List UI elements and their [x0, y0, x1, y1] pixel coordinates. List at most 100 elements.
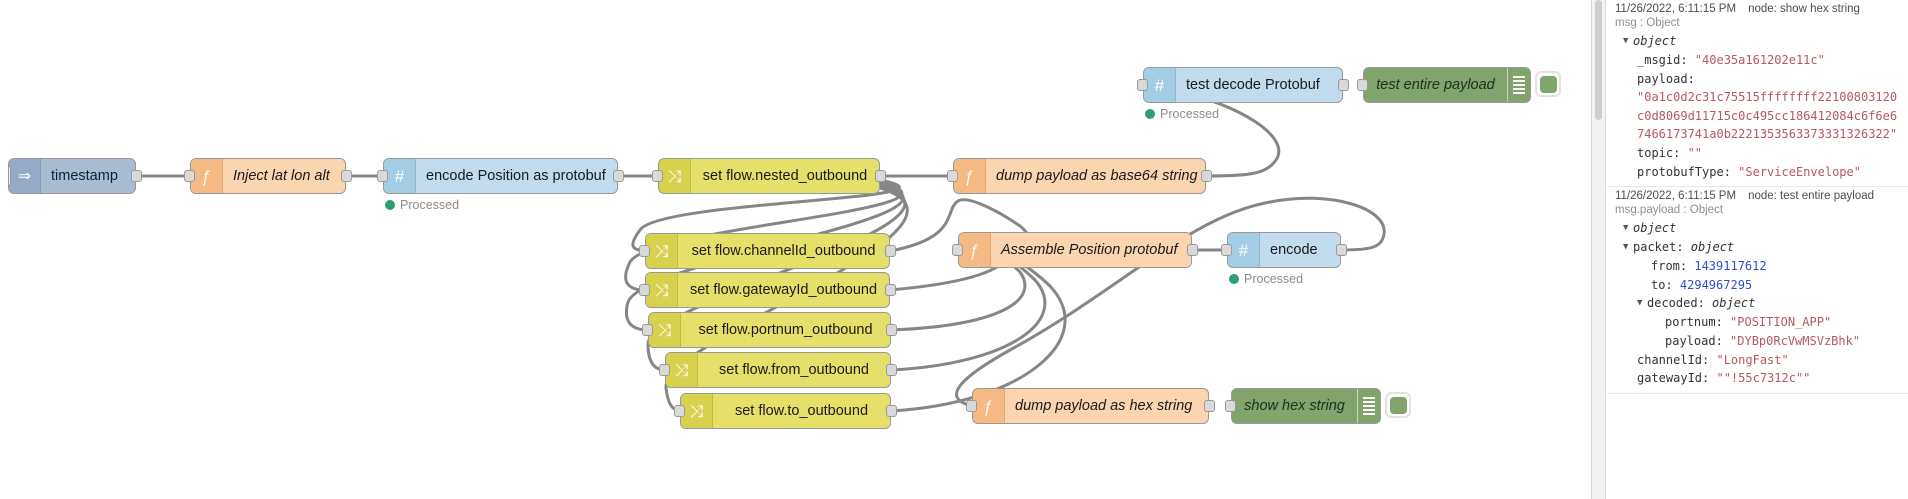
debug-entry-value: "LongFast" [1716, 352, 1789, 367]
node-input-port[interactable] [1357, 79, 1368, 91]
node-output-port[interactable] [1201, 170, 1212, 182]
node-input-port[interactable] [184, 170, 195, 182]
node-output-port[interactable] [1204, 400, 1215, 412]
node-input-port[interactable] [642, 324, 653, 336]
debug-entry[interactable]: ▼decoded: object [1615, 294, 1902, 313]
node-set-flow-nested-outbound[interactable]: ⤨set flow.nested_outbound [658, 158, 880, 194]
node-test-entire-payload[interactable]: test entire payload [1363, 67, 1531, 103]
node-test-decode-protobuf[interactable]: #test decode Protobuf [1143, 67, 1343, 103]
node-output-port[interactable] [1187, 244, 1198, 256]
node-label: show hex string [1244, 398, 1345, 414]
debug-entry[interactable]: ▼packet: object [1615, 238, 1902, 257]
node-input-port[interactable] [659, 364, 670, 376]
caret-down-icon[interactable]: ▼ [1623, 223, 1629, 234]
debug-entry-value: "DYBp0RcVwMSVzBhk" [1730, 333, 1861, 348]
debug-entry-key: portnum: [1665, 315, 1731, 330]
debug-entry-key: decoded: [1647, 296, 1713, 311]
debug-entry[interactable]: protobufType: "ServiceEnvelope" [1615, 163, 1902, 182]
debug-entry-value: 4294967295 [1679, 277, 1753, 292]
debug-entry[interactable]: portnum: "POSITION_APP" [1615, 313, 1902, 332]
debug-root-node[interactable]: ▼object [1615, 32, 1902, 51]
protobuf-hash-icon: # [1228, 233, 1260, 267]
node-input-port[interactable] [674, 405, 685, 417]
debug-entry-value: object [1690, 240, 1735, 255]
node-input-port[interactable] [952, 244, 963, 256]
sidebar-scroll-track[interactable] [1592, 0, 1606, 499]
debug-entry-value: "ServiceEnvelope" [1738, 164, 1861, 179]
node-input-port[interactable] [966, 400, 977, 412]
debug-entry-value: 1439117612 [1694, 259, 1767, 274]
caret-down-icon[interactable]: ▼ [1637, 298, 1643, 309]
node-set-flow-to-outbound[interactable]: ⤨set flow.to_outbound [680, 393, 891, 429]
debug-enable-toggle[interactable] [1535, 71, 1561, 97]
wire[interactable] [889, 246, 1067, 413]
node-input-port[interactable] [1137, 79, 1148, 91]
debug-entry[interactable]: payload: "DYBp0RcVwMSVzBhk" [1615, 332, 1902, 351]
debug-entry-value: "40e35a161202e11c" [1694, 53, 1825, 67]
node-label: test entire payload [1376, 77, 1495, 93]
debug-entry[interactable]: payload: [1615, 70, 1902, 89]
node-output-port[interactable] [875, 170, 886, 182]
debug-entry-key: gatewayId: [1637, 371, 1717, 386]
node-encode-position-as-protobuf[interactable]: #encode Position as protobuf [383, 158, 618, 194]
debug-entry[interactable]: from: 1439117612 [1615, 257, 1902, 276]
node-output-port[interactable] [341, 170, 352, 182]
node-set-flow-from-outbound[interactable]: ⤨set flow.from_outbound [665, 352, 891, 388]
node-output-port[interactable] [1336, 244, 1347, 256]
node-output-port[interactable] [886, 405, 897, 417]
node-output-port[interactable] [1338, 79, 1349, 91]
debug-source-node[interactable]: node: show hex string [1748, 3, 1860, 15]
node-input-port[interactable] [639, 245, 650, 257]
node-set-flow-portnum-outbound[interactable]: ⤨set flow.portnum_outbound [648, 312, 891, 348]
node-status: Processed [1145, 107, 1219, 121]
node-input-port[interactable] [639, 284, 650, 296]
debug-entry[interactable]: _msgid: "40e35a161202e11c" [1615, 51, 1902, 70]
protobuf-hash-icon: # [1144, 68, 1176, 102]
node-output-port[interactable] [131, 170, 142, 182]
debug-lines-icon [1357, 389, 1380, 423]
caret-down-icon[interactable]: ▼ [1623, 242, 1629, 253]
node-output-port[interactable] [613, 170, 624, 182]
node-set-flow-gatewayid-outbound[interactable]: ⤨set flow.gatewayId_outbound [645, 272, 890, 308]
node-input-port[interactable] [947, 170, 958, 182]
inject-trigger-button[interactable] [9, 165, 11, 187]
node-encode[interactable]: # encode [1227, 232, 1341, 268]
node-output-port[interactable] [886, 324, 897, 336]
node-input-port[interactable] [652, 170, 663, 182]
node-output-port[interactable] [885, 245, 896, 257]
node-label: timestamp [51, 168, 118, 184]
debug-entry[interactable]: gatewayId: ""!55c7312c"" [1615, 369, 1902, 388]
debug-entry-value: "POSITION_APP" [1730, 315, 1832, 330]
node-label: encode [1270, 242, 1318, 258]
node-status-label: Processed [1244, 272, 1304, 286]
debug-source-node[interactable]: node: test entire payload [1748, 190, 1875, 203]
debug-enable-toggle[interactable] [1385, 392, 1411, 418]
caret-down-icon[interactable]: ▼ [1623, 36, 1629, 46]
node-show-hex-string[interactable]: show hex string [1231, 388, 1381, 424]
node-output-port[interactable] [885, 284, 896, 296]
debug-entry[interactable]: "0a1c0d2c31c75515ffffffff22100803120c0d8… [1615, 88, 1902, 144]
node-input-port[interactable] [377, 170, 388, 182]
node-timestamp[interactable]: ⇒timestamp [8, 158, 136, 194]
node-input-port[interactable] [1225, 400, 1236, 412]
debug-property-path: msg.payload : Object [1615, 204, 1724, 217]
debug-entry[interactable]: channelId: "LongFast" [1615, 351, 1902, 370]
sidebar-scroll-thumb[interactable] [1595, 0, 1602, 120]
wire[interactable] [955, 196, 1386, 408]
node-output-port[interactable] [886, 364, 897, 376]
debug-root-node[interactable]: ▼object [1615, 219, 1902, 238]
debug-entry[interactable]: to: 4294967295 [1615, 276, 1902, 295]
node-set-flow-channelid-outbound[interactable]: ⤨set flow.channelId_outbound [645, 233, 890, 269]
debug-entry[interactable]: topic: "" [1615, 144, 1902, 163]
node-label: set flow.gatewayId_outbound [689, 282, 878, 298]
node-input-port[interactable] [1221, 244, 1232, 256]
